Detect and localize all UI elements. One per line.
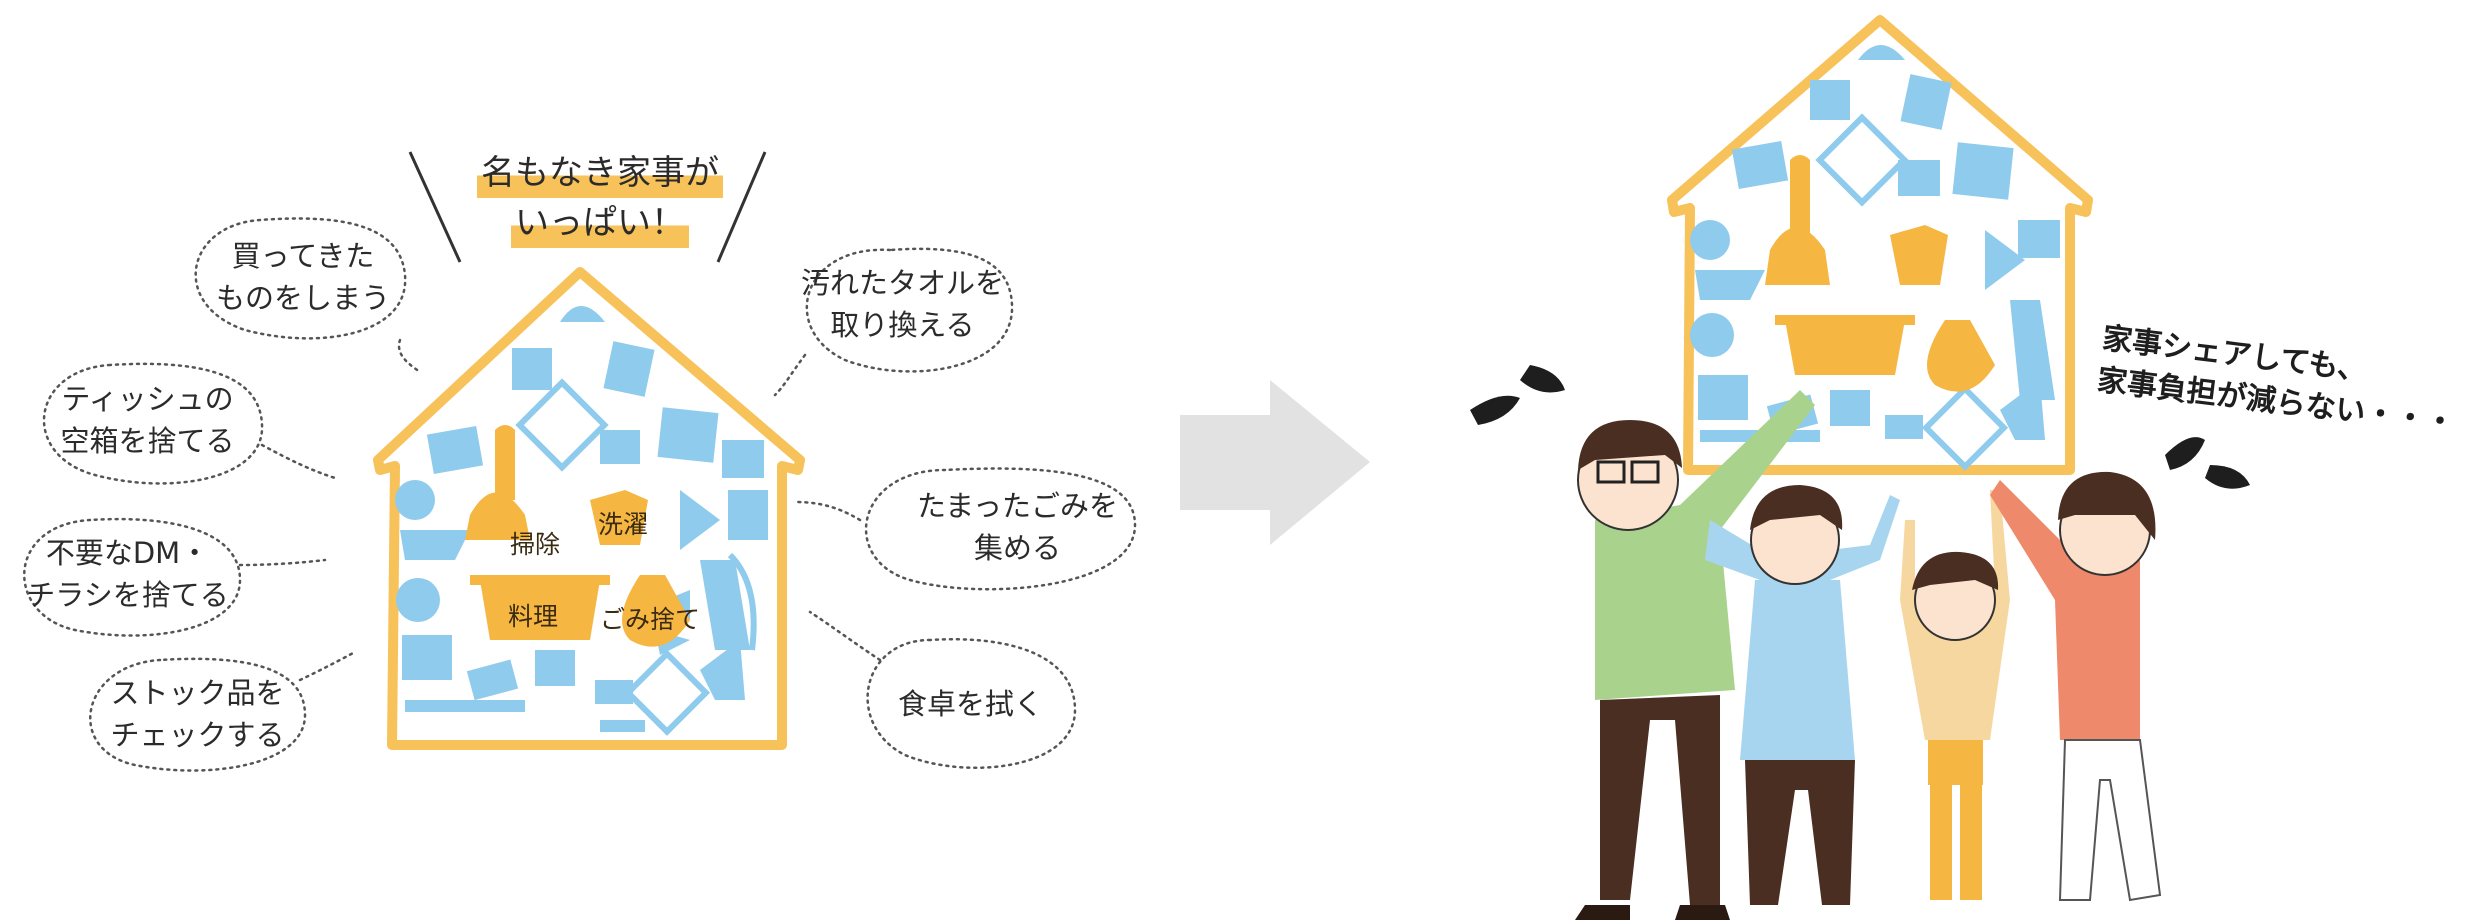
- sweat-drops-right: [2165, 437, 2250, 489]
- title-line-2: いっぱい！: [511, 198, 689, 248]
- transition-arrow: [1180, 380, 1370, 545]
- emphasis-line-left: [408, 151, 462, 263]
- father-figure: [1575, 390, 1815, 920]
- bubble-dm-line-1: 不要なDM・: [45, 536, 210, 570]
- house-left: [373, 267, 805, 750]
- sweat-drops-left: [1470, 365, 1565, 425]
- bubble-garbage-line-1: たまったごみを: [917, 489, 1118, 523]
- bubble-stock-line-2: チェックする: [110, 718, 285, 752]
- bubble-table: 食卓を拭く: [878, 683, 1063, 725]
- emphasis-line-right: [716, 151, 767, 263]
- bubble-towel: 汚れたタオルを 取り換える: [790, 262, 1015, 346]
- son-figure: [1705, 485, 1900, 905]
- bubble-dm-line-2: チラシを捨てる: [26, 578, 229, 612]
- bubble-towel-line-2: 取り換える: [830, 308, 975, 342]
- bubble-garbage: たまったごみを 集める: [905, 485, 1130, 569]
- bubble-tissue: ティッシュの 空箱を捨てる: [40, 378, 255, 462]
- bubble-tissue-line-2: 空箱を捨てる: [60, 424, 235, 458]
- bubble-shopping-line-1: 買ってきた: [231, 239, 375, 273]
- house-label-cooking: 料理: [508, 602, 559, 631]
- page-title: 名もなき家事が いっぱい！: [455, 148, 745, 248]
- bubble-garbage-tail: [793, 500, 862, 522]
- bubble-tissue-line-1: ティッシュの: [61, 382, 234, 416]
- house-right: [1667, 15, 2093, 475]
- bubble-dm-tail: [238, 558, 327, 567]
- bubble-table-outline: [866, 638, 1077, 769]
- bubble-shopping-outline: [194, 217, 407, 340]
- bubble-towel-line-1: 汚れたタオルを: [800, 266, 1004, 300]
- bubble-stock-outline: [89, 657, 307, 772]
- bubble-table-tail: [808, 610, 882, 662]
- bubble-stock-tail: [298, 650, 357, 682]
- bubble-stock-line-1: ストック品を: [110, 676, 285, 710]
- daughter-figure: [1900, 490, 2010, 900]
- bubble-dm-outline: [23, 517, 242, 637]
- bubble-table-line-1: 食卓を拭く: [897, 687, 1043, 721]
- bubble-towel-tail: [773, 353, 807, 397]
- bubble-tissue-outline: [42, 362, 264, 485]
- bubble-dm: 不要なDM・ チラシを捨てる: [15, 532, 240, 616]
- house-label-laundry: 洗濯: [598, 510, 649, 539]
- mother-figure: [1990, 471, 2162, 902]
- bubble-shopping-line-2: ものをしまう: [215, 281, 390, 315]
- bubble-tissue-tail: [260, 443, 337, 480]
- house-label-cleaning: 掃除: [510, 530, 561, 559]
- bubble-stock: ストック品を チェックする: [95, 672, 300, 756]
- bubble-shopping-tail: [397, 338, 422, 374]
- bubble-garbage-line-2: 集める: [973, 531, 1061, 565]
- bubble-garbage-outline: [864, 467, 1137, 591]
- bubble-shopping: 買ってきた ものをしまう: [208, 235, 398, 319]
- house-label-trash: ごみ捨て: [600, 605, 701, 634]
- title-line-1: 名もなき家事が: [477, 148, 723, 198]
- bubble-towel-outline: [805, 247, 1014, 373]
